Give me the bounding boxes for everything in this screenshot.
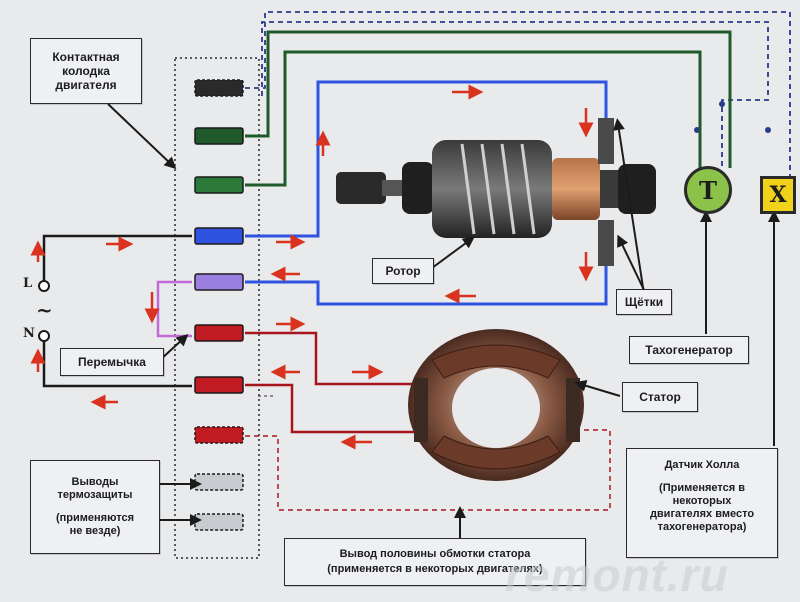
hall-sensor-title: Датчик Холла [664,459,740,471]
connector-terminal [194,473,244,491]
half-winding-label: Вывод половины обмотки статора (применяе… [284,538,586,586]
jumper-label: Перемычка [60,348,164,376]
thermal-protection-line: Выводы [71,476,119,488]
hall-sensor-note-line: двигателях вместо [649,508,755,520]
connector-block-label-line: Контактная [52,50,120,64]
connector-terminal [194,127,244,145]
ac-symbol: ~ [36,298,53,322]
connector-block-label-line: колодка [62,64,110,78]
connector-terminal [194,79,244,97]
watermark: remont.ru [505,549,729,601]
stator-image [408,329,584,481]
connector-terminal [194,227,244,245]
tachogenerator-symbol: T [684,166,732,214]
hall-sensor-dashed-wires [245,11,791,178]
connector-terminal [194,376,244,394]
thermal-protection-note: не везде) [69,525,121,537]
power-terminals [38,280,50,342]
connector-terminal [194,426,244,444]
connector-terminal [194,176,244,194]
hall-sensor-note-line: некоторых [672,495,732,507]
tacho-wires [245,30,732,187]
hall-sensor-note-line: тахогенератора) [657,521,747,533]
rotor-label: Ротор [372,258,434,284]
connector-terminal [194,324,244,342]
thermal-protection-line: термозащиты [57,489,133,501]
line-terminal-label: L [23,276,33,291]
stator-label: Статор [622,382,698,412]
connector-block-label: Контактная колодка двигателя [30,38,142,104]
leader-lines [107,103,780,538]
hall-sensor-note-line: (Применяется в [659,482,745,494]
half-winding-line: Вывод половины обмотки статора [339,548,531,560]
rotor-image [336,118,656,266]
thermal-protection-note: (применяются [55,512,134,524]
neutral-terminal-label: N [23,326,35,341]
thermal-protection-label: Выводы термозащиты (применяются не везде… [30,460,160,554]
half-winding-line: (применяется в некоторых двигателях) [327,563,543,575]
half-winding-wire [245,429,611,511]
connector-block-label-line: двигателя [55,78,117,92]
hall-sensor-symbol: X [760,176,796,214]
current-flow-arrows [30,84,594,450]
dashed-junction-dots [694,101,771,133]
tachogenerator-label: Тахогенератор [629,336,749,364]
connector-block-frame [174,57,260,559]
brushes-label: Щётки [616,289,672,315]
connector-terminal [194,513,244,531]
connector-terminals [194,79,244,531]
stator-wires [245,331,416,434]
connector-terminal [194,273,244,291]
hall-sensor-label: Датчик Холла (Применяется в некоторых дв… [626,448,778,558]
